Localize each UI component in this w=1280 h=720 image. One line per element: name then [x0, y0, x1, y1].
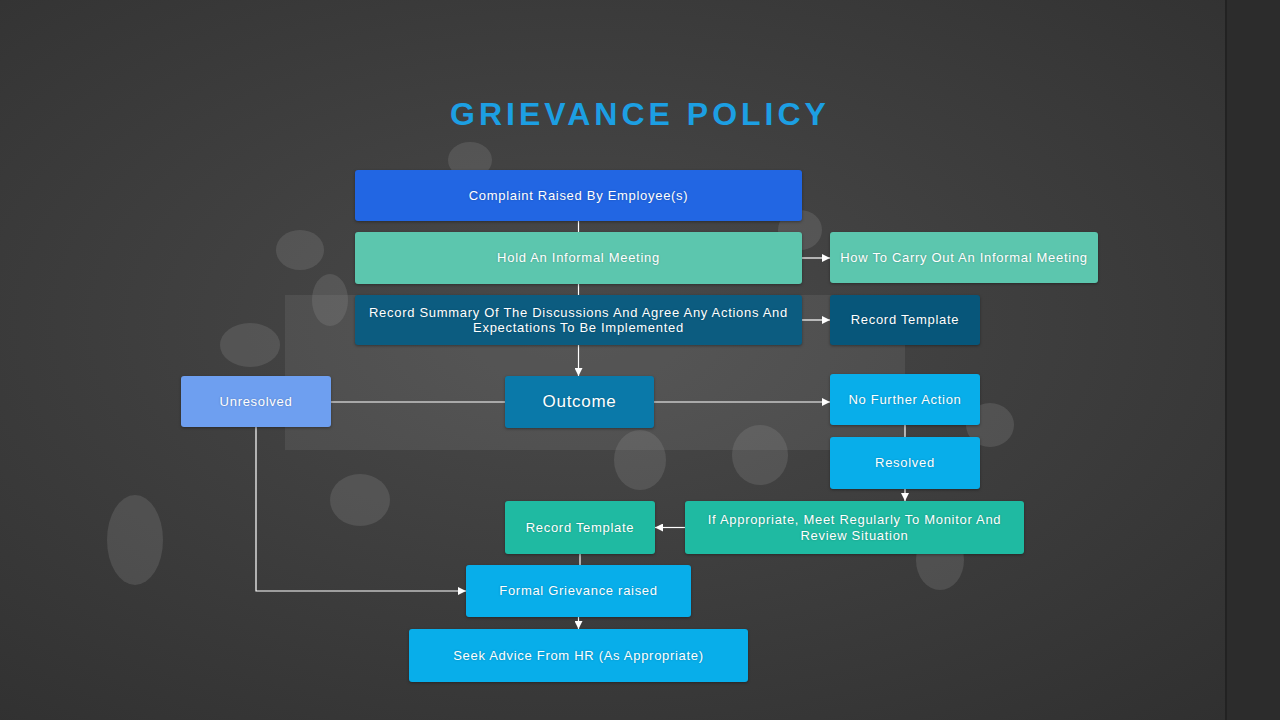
- box-label: Record Summary Of The Discussions And Ag…: [365, 305, 792, 335]
- flow-connector: [578, 221, 579, 232]
- box-label: No Further Action: [848, 392, 961, 407]
- flow-connector: [802, 257, 830, 258]
- process-box: No Further Action: [830, 374, 980, 425]
- box-label: Outcome: [543, 392, 617, 412]
- box-label: Record Template: [851, 312, 960, 327]
- flow-connector: [654, 401, 830, 402]
- box-label: If Appropriate, Meet Regularly To Monito…: [695, 512, 1014, 542]
- box-label: How To Carry Out An Informal Meeting: [840, 250, 1088, 265]
- flow-connector: [904, 489, 905, 501]
- table-shape: [285, 295, 905, 450]
- box-label: Resolved: [875, 455, 935, 470]
- panel-edge: [1225, 0, 1227, 720]
- people-silhouettes: [107, 142, 1014, 590]
- side-panel: [1226, 0, 1280, 720]
- process-box: If Appropriate, Meet Regularly To Monito…: [685, 501, 1024, 554]
- process-box: How To Carry Out An Informal Meeting: [830, 232, 1098, 283]
- flow-connector: [579, 554, 580, 565]
- box-label: Complaint Raised By Employee(s): [469, 188, 689, 203]
- flow-connector: [331, 401, 505, 402]
- process-box: Outcome: [505, 376, 654, 428]
- diagram-title: GRIEVANCE POLICY: [0, 96, 1280, 133]
- process-box: Record Template: [505, 501, 655, 554]
- flow-connector: [578, 617, 579, 629]
- box-label: Seek Advice From HR (As Appropriate): [453, 648, 704, 663]
- process-box: Record Template: [830, 295, 980, 345]
- flow-connector: [578, 284, 579, 295]
- box-label: Formal Grievance raised: [499, 583, 657, 598]
- flow-connector: [802, 319, 830, 320]
- flow-connector: [256, 427, 466, 591]
- flow-connector: [904, 425, 905, 437]
- process-box: Record Summary Of The Discussions And Ag…: [355, 295, 802, 345]
- process-box: Complaint Raised By Employee(s): [355, 170, 802, 221]
- process-box: Seek Advice From HR (As Appropriate): [409, 629, 748, 682]
- process-box: Formal Grievance raised: [466, 565, 691, 617]
- box-label: Hold An Informal Meeting: [497, 250, 660, 265]
- flow-connector: [578, 345, 579, 376]
- process-box: Unresolved: [181, 376, 331, 427]
- box-label: Record Template: [526, 520, 635, 535]
- process-box: Hold An Informal Meeting: [355, 232, 802, 284]
- process-box: Resolved: [830, 437, 980, 489]
- box-label: Unresolved: [220, 394, 293, 409]
- flow-connector: [655, 527, 685, 528]
